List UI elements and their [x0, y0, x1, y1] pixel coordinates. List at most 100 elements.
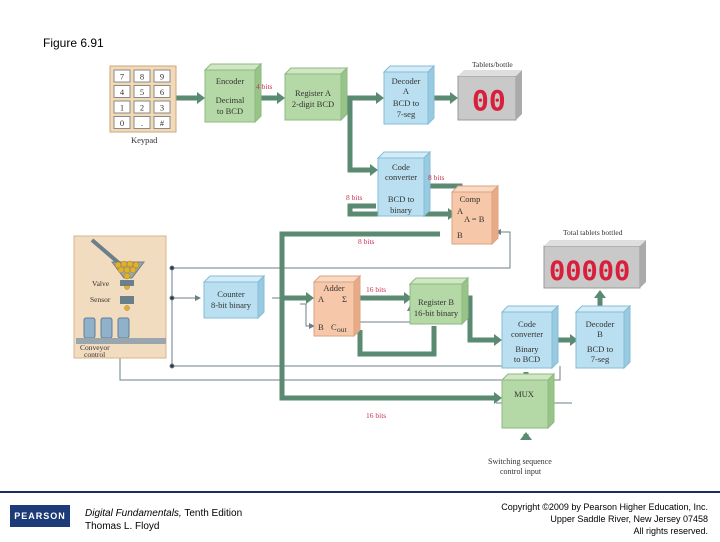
footer: PEARSON Digital Fundamentals, Tenth Edit…	[0, 491, 720, 542]
code-conv-bot-sub1: Binary	[515, 344, 539, 354]
keypad-key	[133, 116, 151, 129]
keypad-key	[153, 69, 171, 83]
conveyor-control-label: control	[84, 350, 105, 359]
switching-label-1: Switching sequence	[488, 457, 552, 466]
code-conv-top-label: Code	[392, 162, 410, 172]
figure-title: Figure 6.91	[43, 36, 104, 50]
comp-equal: A = B	[464, 214, 485, 224]
decoder-b-sub1: BCD to	[587, 344, 613, 354]
mux-label: MUX	[514, 389, 534, 399]
keypad-key	[113, 100, 131, 114]
keypad-key-label: 2	[140, 103, 144, 113]
adder-sigma: Σ	[342, 294, 347, 304]
keypad-key	[133, 69, 151, 83]
encoder-label: Encoder	[216, 76, 244, 86]
keypad-key	[113, 69, 131, 83]
decoder-a-letter: A	[403, 86, 410, 96]
keypad-key-label: 4	[120, 87, 125, 97]
keypad-key-label: 5	[140, 87, 144, 97]
adder-label: Adder	[323, 283, 344, 293]
keypad-key-label: #	[160, 118, 165, 128]
copyright-line-2: Upper Saddle River, New Jersey 07458	[550, 514, 708, 524]
decoder-a-label: Decoder	[392, 76, 421, 86]
bus-label-16bits-top: 16 bits	[366, 285, 386, 294]
comparator-block: Comp A A = B B	[450, 184, 500, 246]
decoder-b-sub2: 7-seg	[591, 354, 610, 364]
adder-carry-sub: out	[337, 325, 348, 334]
total-tablets-display: Total tablets bottled 00000	[543, 228, 646, 289]
keypad-key-label: 0	[120, 118, 124, 128]
conveyor-label: Conveyor	[80, 343, 110, 352]
mux-block: MUX	[500, 372, 556, 430]
pearson-logo: PEARSON	[10, 505, 70, 527]
keypad-key	[113, 85, 131, 98]
register-a-label: Register A	[295, 88, 332, 98]
encoder-block: Encoder Decimal to BCD	[203, 62, 263, 124]
adder-input-a: A	[318, 294, 325, 304]
keypad-key	[133, 85, 151, 98]
code-conv-top-label2: converter	[385, 172, 417, 182]
bus-label-8bits-left: 8 bits	[346, 193, 363, 202]
counter-block: Counter 8-bit binary	[202, 274, 266, 320]
code-converter-bottom-block: Code converter Binary to BCD	[500, 304, 560, 370]
copyright-line-3: All rights reserved.	[633, 526, 708, 536]
register-b-label: Register B	[418, 297, 454, 307]
comp-input-a: A	[457, 206, 464, 216]
keypad-key	[153, 116, 171, 129]
decoder-a-sub1: BCD to	[393, 98, 419, 108]
bus-label-8bits-right: 8 bits	[428, 173, 445, 182]
tablets-bottle-caption: Tablets/bottle	[472, 60, 513, 69]
keypad-key-label: .	[141, 118, 143, 128]
decoder-b-label: Decoder	[586, 319, 615, 329]
counter-label: Counter	[217, 289, 245, 299]
conveyor-illustration: Valve Sensor Conveyor control	[73, 235, 167, 359]
total-tablets-caption: Total tablets bottled	[563, 228, 623, 237]
adder-block: Adder A Σ B C out	[312, 274, 362, 338]
total-tablets-digits: 00000	[549, 256, 630, 287]
keypad-key-label: 1	[120, 103, 124, 113]
code-conv-top-sub2: binary	[390, 205, 412, 215]
valve-label: Valve	[92, 279, 110, 288]
code-conv-top-sub1: BCD to	[388, 194, 414, 204]
code-conv-bot-label: Code	[518, 319, 536, 329]
decoder-a-sub2: 7-seg	[397, 109, 416, 119]
sensor-label: Sensor	[90, 295, 111, 304]
adder-carry: C	[331, 322, 337, 332]
comp-label: Comp	[460, 194, 481, 204]
comp-input-b: B	[457, 230, 463, 240]
keypad-key-label: 7	[120, 72, 124, 82]
keypad-key-label: 9	[160, 72, 164, 82]
register-a-block: Register A 2-digit BCD	[283, 66, 349, 122]
book-edition: Tenth Edition	[181, 508, 243, 519]
register-b-block: Register B 16-bit binary	[408, 276, 470, 326]
register-a-sub: 2-digit BCD	[292, 99, 334, 109]
keypad-key	[133, 100, 151, 114]
keypad-caption: Keypad	[131, 135, 158, 145]
copyright-line-1: Copyright ©2009 by Pearson Higher Educat…	[501, 502, 708, 512]
tablets-bottle-digits: 00	[472, 84, 506, 117]
book-author: Thomas L. Floyd	[85, 521, 160, 532]
encoder-sub2: to BCD	[217, 106, 243, 116]
code-conv-bot-label2: converter	[511, 329, 543, 339]
book-credit: Digital Fundamentals, Tenth Edition Thom…	[85, 507, 242, 533]
bus-label-16bits-bottom: 16 bits	[366, 411, 386, 420]
adder-input-b: B	[318, 322, 324, 332]
code-converter-top-block: Code converter BCD to binary	[376, 150, 432, 218]
register-b-sub: 16-bit binary	[414, 308, 459, 318]
bus-label-4bits: 4 bits	[256, 82, 273, 91]
book-title: Digital Fundamentals,	[85, 508, 182, 519]
counter-sub: 8-bit binary	[211, 300, 252, 310]
keypad-key	[153, 85, 171, 98]
tablets-per-bottle-display: Tablets/bottle 00	[457, 60, 522, 121]
copyright: Copyright ©2009 by Pearson Higher Educat…	[501, 501, 708, 537]
keypad-key	[113, 116, 131, 129]
keypad-key	[153, 100, 171, 114]
decoder-b-letter: B	[597, 329, 603, 339]
keypad-key-label: 3	[160, 103, 164, 113]
switching-label-2: control input	[500, 467, 542, 476]
bus-label-8bits-long: 8 bits	[358, 237, 375, 246]
decoder-b-block: Decoder B BCD to 7-seg	[574, 304, 632, 370]
keypad-key-label: 6	[160, 87, 164, 97]
